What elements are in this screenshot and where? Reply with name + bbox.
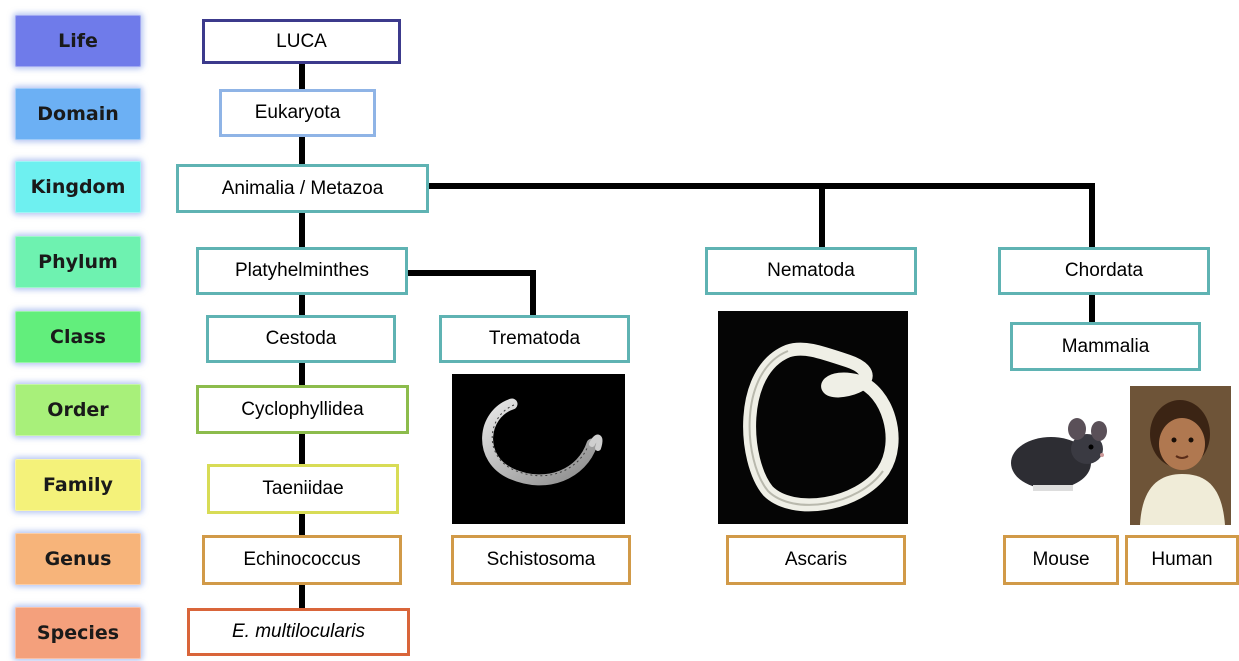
node-schistosoma: Schistosoma: [451, 535, 631, 585]
connector-platy-trematoda: [408, 273, 533, 317]
node-trematoda-label: Trematoda: [489, 328, 580, 350]
node-taeniidae-label: Taeniidae: [262, 478, 343, 500]
node-mouse: Mouse: [1003, 535, 1119, 585]
schistosoma-image: [452, 374, 625, 524]
node-cyclophyllidea-label: Cyclophyllidea: [241, 399, 364, 421]
node-e-multilocularis: E. multilocularis: [187, 608, 410, 656]
node-cestoda-label: Cestoda: [266, 328, 337, 350]
node-eukaryota-label: Eukaryota: [255, 102, 341, 124]
rank-species: Species: [15, 607, 141, 659]
node-echinococcus-label: Echinococcus: [243, 549, 360, 571]
rank-order: Order: [15, 384, 141, 436]
node-echinococcus: Echinococcus: [202, 535, 402, 585]
rank-life: Life: [15, 15, 141, 67]
mouse-image: [1003, 405, 1119, 497]
connector-animalia-branches: [428, 186, 1092, 249]
node-luca: LUCA: [202, 19, 401, 64]
rank-kingdom: Kingdom: [15, 161, 141, 213]
node-human: Human: [1125, 535, 1239, 585]
rank-phylum: Phylum: [15, 236, 141, 288]
node-mammalia: Mammalia: [1010, 322, 1201, 371]
rank-genus: Genus: [15, 533, 141, 585]
node-chordata-label: Chordata: [1065, 260, 1143, 282]
ascaris-image: [718, 311, 908, 524]
node-trematoda: Trematoda: [439, 315, 630, 363]
node-nematoda: Nematoda: [705, 247, 917, 295]
node-taeniidae: Taeniidae: [207, 464, 399, 514]
node-platyhelminthes: Platyhelminthes: [196, 247, 408, 295]
node-cestoda: Cestoda: [206, 315, 396, 363]
node-nematoda-label: Nematoda: [767, 260, 855, 282]
node-cyclophyllidea: Cyclophyllidea: [196, 385, 409, 434]
node-mouse-label: Mouse: [1032, 549, 1089, 571]
rank-family: Family: [15, 459, 141, 511]
node-platyhelminthes-label: Platyhelminthes: [235, 260, 369, 282]
node-luca-label: LUCA: [276, 31, 327, 53]
rank-domain: Domain: [15, 88, 141, 140]
rank-class: Class: [15, 311, 141, 363]
node-eukaryota: Eukaryota: [219, 89, 376, 137]
human-image: [1130, 386, 1231, 525]
node-schistosoma-label: Schistosoma: [487, 549, 596, 571]
node-animalia: Animalia / Metazoa: [176, 164, 429, 213]
node-animalia-label: Animalia / Metazoa: [222, 178, 384, 200]
node-ascaris-label: Ascaris: [785, 549, 847, 571]
node-mammalia-label: Mammalia: [1062, 336, 1150, 358]
node-human-label: Human: [1151, 549, 1212, 571]
node-e-multilocularis-label: E. multilocularis: [232, 621, 365, 643]
node-ascaris: Ascaris: [726, 535, 906, 585]
node-chordata: Chordata: [998, 247, 1210, 295]
